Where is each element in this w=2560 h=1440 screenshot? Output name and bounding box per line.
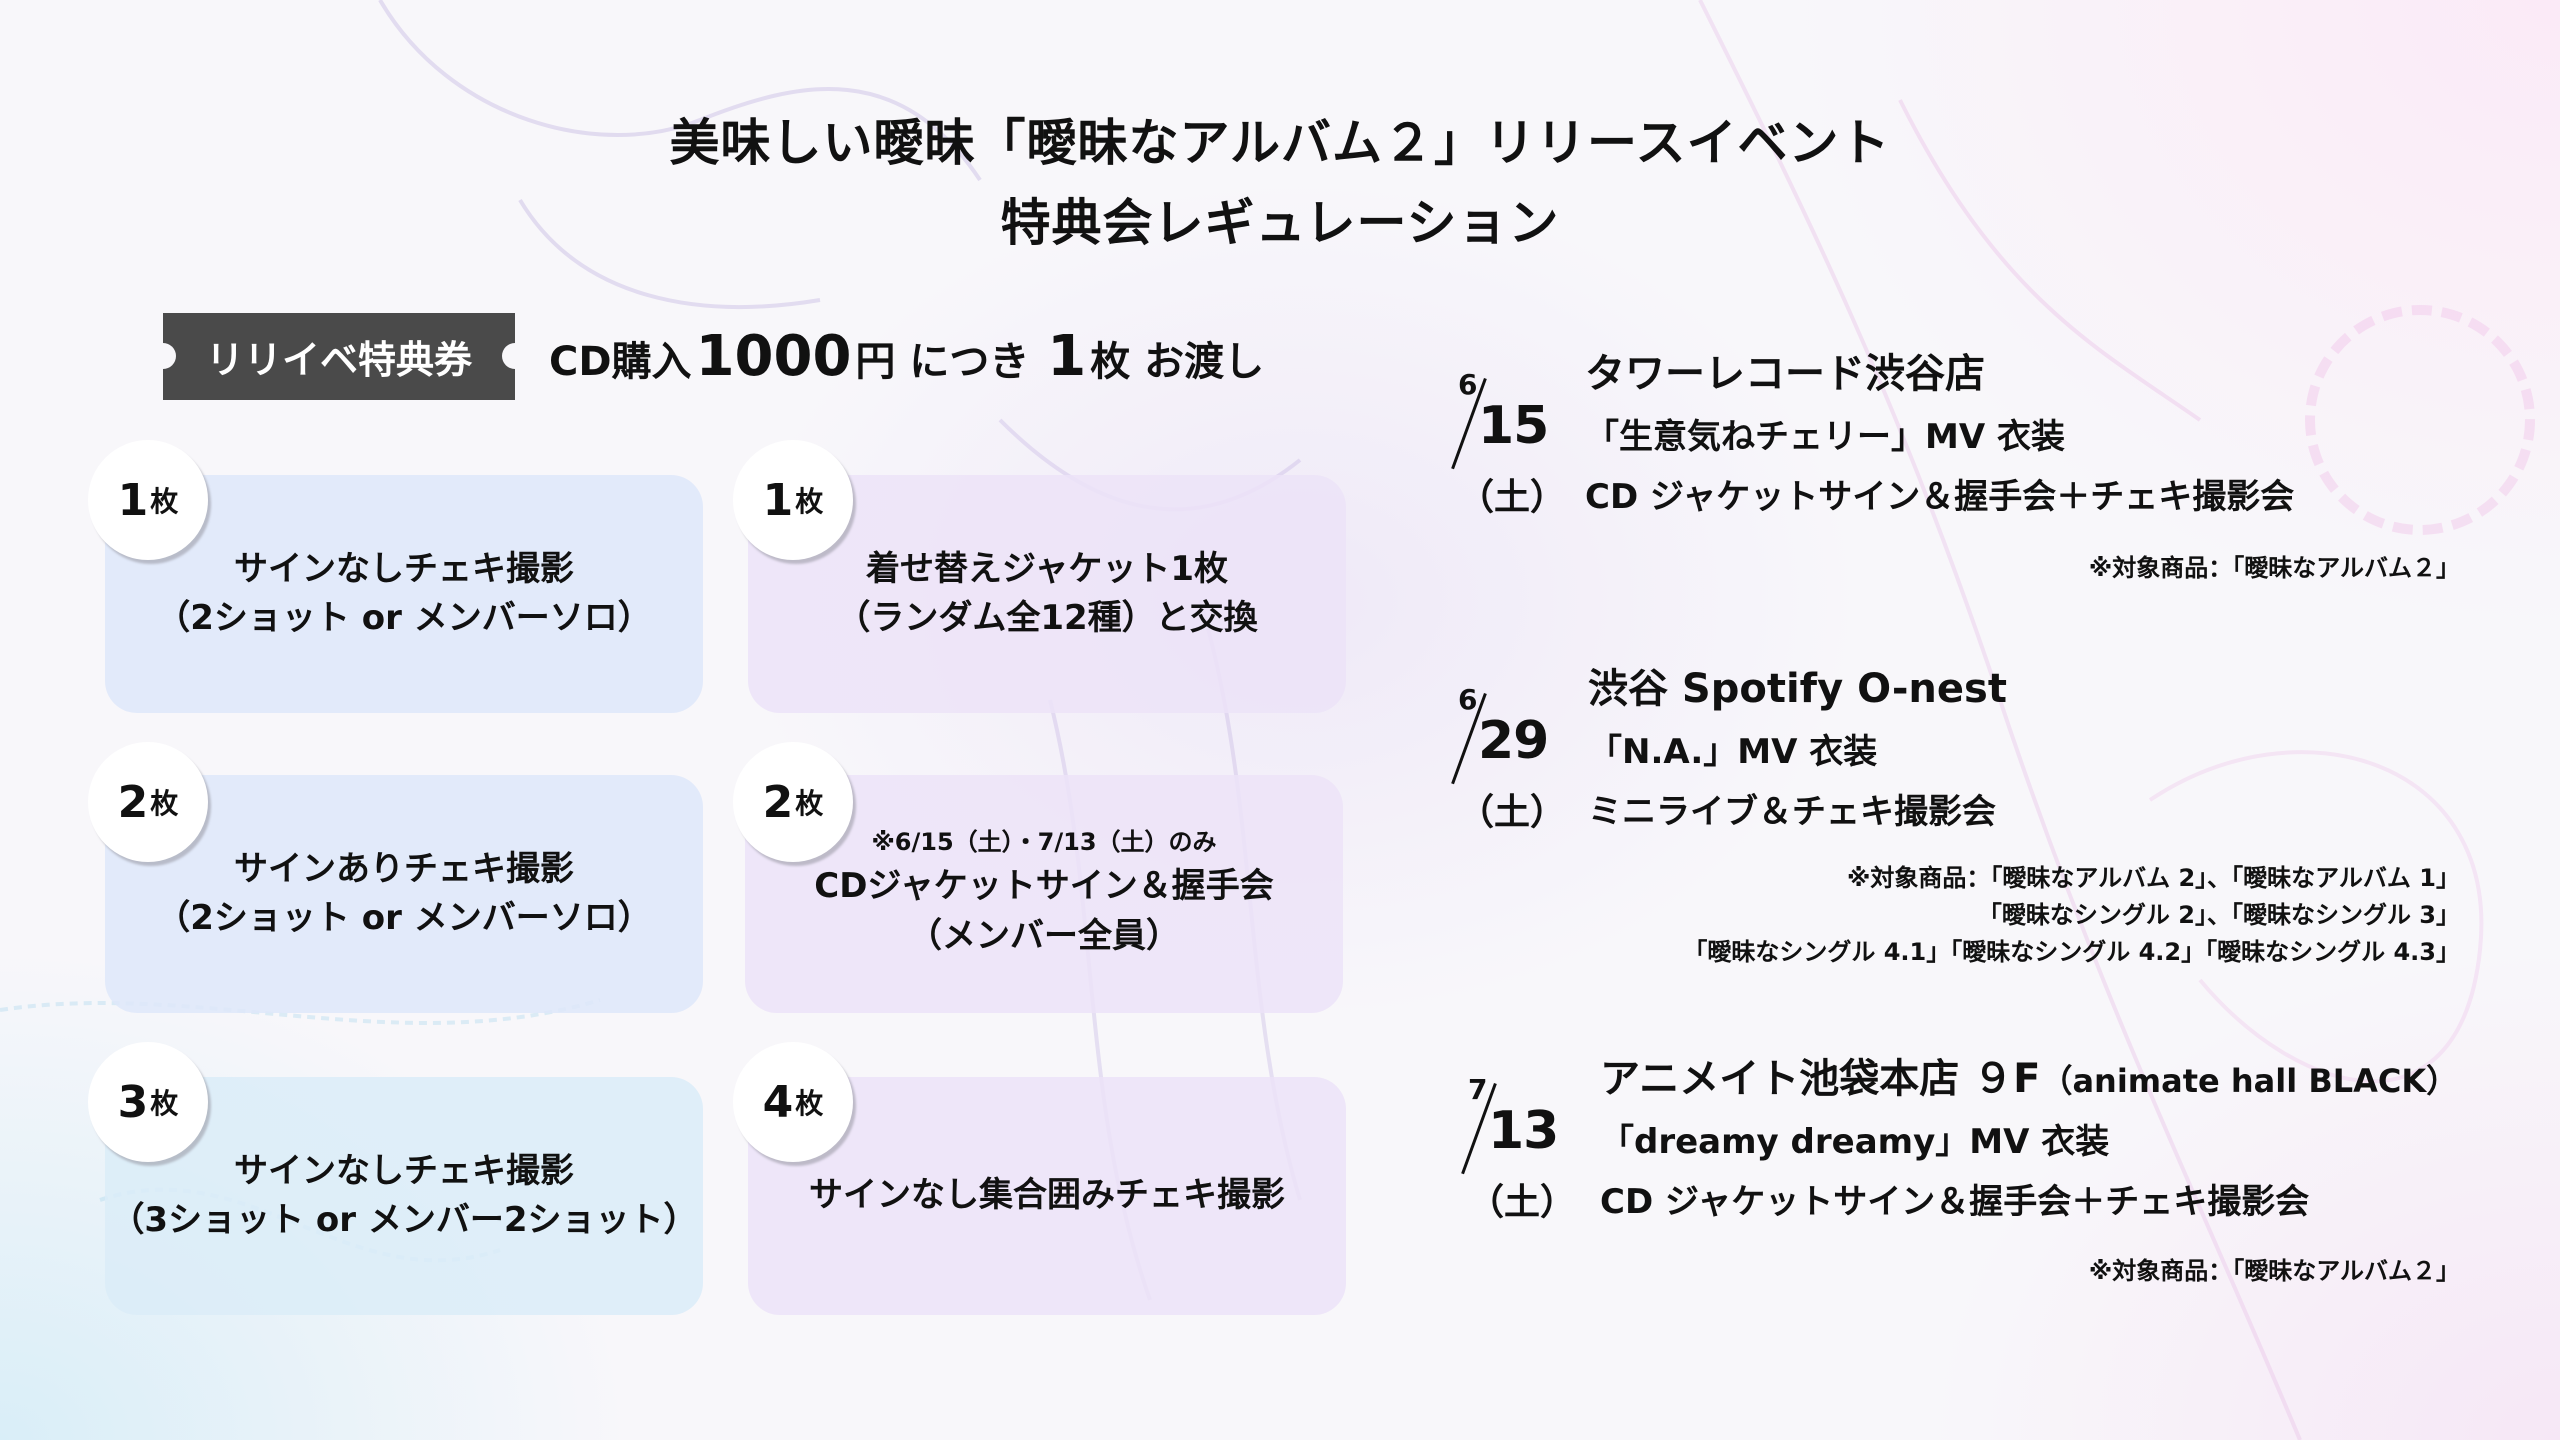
perk-line1: CDジャケットサイン＆握手会 bbox=[814, 866, 1274, 907]
event-date: 7 13 （土） bbox=[1458, 1073, 1576, 1223]
event-activity: ミニライブ＆チェキ撮影会 bbox=[1588, 792, 1996, 832]
page-subtitle: 特典会レギュレーション bbox=[1000, 194, 1560, 252]
event-venue: タワーレコード渋谷店 bbox=[1585, 351, 1985, 397]
event-venue-sub: （animate hall BLACK） bbox=[2040, 1062, 2459, 1100]
ticket-desc-count: 1 bbox=[1047, 324, 1087, 389]
perk-line1: サインなしチェキ撮影 bbox=[234, 1150, 574, 1191]
event-costume: 「N.A.」MV 衣装 bbox=[1588, 732, 1878, 772]
event-activity: CD ジャケットサイン＆握手会＋チェキ撮影会 bbox=[1585, 477, 2295, 517]
perk-line2: （ランダム全12種）と交換 bbox=[836, 598, 1258, 638]
perk-line1: サインありチェキ撮影 bbox=[234, 848, 574, 889]
ticket-label-text: リリイベ特典券 bbox=[205, 338, 472, 382]
ticket-notch-right bbox=[502, 343, 528, 369]
perk-line2: （2ショット or メンバーソロ） bbox=[156, 898, 652, 938]
event-item: 7 13 （土） アニメイト池袋本店 ９F（animate hall BLACK… bbox=[1450, 1055, 2460, 1295]
event-details: 渋谷 Spotify O-nest 「N.A.」MV 衣装 ミニライブ＆チェキ撮… bbox=[1588, 669, 2007, 829]
perk-line2: （メンバー全員） bbox=[908, 915, 1180, 956]
event-details: アニメイト池袋本店 ９F（animate hall BLACK） 「dreamy… bbox=[1600, 1059, 2458, 1219]
perk-line1: 着せ替えジャケット1枚 bbox=[866, 548, 1228, 589]
ticket-desc-amount: 1000 bbox=[695, 324, 852, 389]
event-item: 6 29 （土） 渋谷 Spotify O-nest 「N.A.」MV 衣装 ミ… bbox=[1440, 665, 2460, 985]
perk-line2: （2ショット or メンバーソロ） bbox=[156, 598, 652, 638]
event-date: 6 15 （土） bbox=[1448, 368, 1566, 518]
event-venue: 渋谷 Spotify O-nest bbox=[1588, 666, 2007, 712]
perk-line1: サインなしチェキ撮影 bbox=[234, 548, 574, 589]
event-item: 6 15 （土） タワーレコード渋谷店 「生意気ねチェリー」MV 衣装 CD ジ… bbox=[1440, 350, 2460, 590]
event-details: タワーレコード渋谷店 「生意気ねチェリー」MV 衣装 CD ジャケットサイン＆握… bbox=[1585, 354, 2294, 514]
event-target-products: ※対象商品：「曖昧なアルバム 2」、「曖昧なアルバム 1」 「曖昧なシングル 2… bbox=[1683, 864, 2460, 967]
event-target-products: ※対象商品：「曖昧なアルバム２」 bbox=[2088, 554, 2460, 582]
ticket-desc-suffix: 枚 お渡し bbox=[1090, 339, 1265, 385]
perk-line2: （3ショット or メンバー2ショット） bbox=[110, 1200, 698, 1240]
ticket-desc-prefix: CD購入 bbox=[549, 339, 692, 385]
ticket-description: CD購入 1000 円 につき 1 枚 お渡し bbox=[549, 324, 1264, 389]
event-date: 6 29 （土） bbox=[1448, 683, 1566, 833]
perk-date-note: ※6/15（土）・7/13（土）のみ bbox=[871, 828, 1217, 857]
ticket-info: リリイベ特典券 CD購入 1000 円 につき 1 枚 お渡し bbox=[150, 313, 1264, 400]
event-target-products: ※対象商品：「曖昧なアルバム２」 bbox=[2088, 1257, 2460, 1285]
event-costume: 「生意気ねチェリー」MV 衣装 bbox=[1585, 417, 2065, 457]
perk-line1: サインなし集合囲みチェキ撮影 bbox=[809, 1175, 1285, 1216]
event-costume: 「dreamy dreamy」MV 衣装 bbox=[1600, 1122, 2110, 1162]
ticket-label: リリイベ特典券 bbox=[150, 313, 528, 400]
event-venue: アニメイト池袋本店 ９F（animate hall BLACK） bbox=[1600, 1056, 2459, 1102]
ticket-desc-yen: 円 につき bbox=[855, 339, 1044, 385]
ticket-notch-left bbox=[150, 343, 176, 369]
event-activity: CD ジャケットサイン＆握手会＋チェキ撮影会 bbox=[1600, 1182, 2310, 1222]
page-title: 美味しい曖昧「曖昧なアルバム２」リリースイベント bbox=[669, 114, 1891, 172]
